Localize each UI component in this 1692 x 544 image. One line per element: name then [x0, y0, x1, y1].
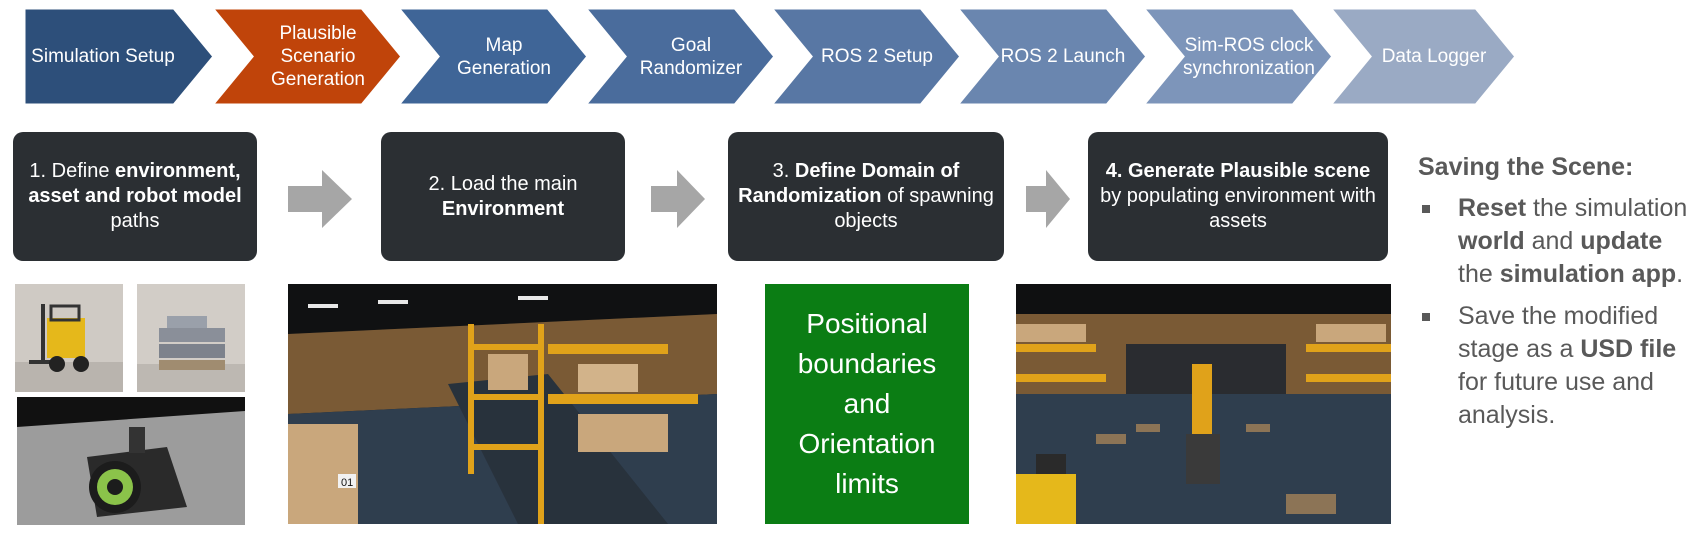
- square-bullet-icon: [1422, 205, 1430, 213]
- aisle-number-label: 01: [341, 477, 353, 489]
- pipeline-stage-label-line: Simulation Setup: [31, 46, 175, 67]
- step-text: 1. Define environment, asset and robot m…: [21, 159, 249, 234]
- pallet-asset-image: [137, 284, 245, 392]
- square-bullet-icon: [1422, 313, 1430, 321]
- saving-the-scene-section: Saving the Scene: Reset the simulation w…: [1418, 152, 1688, 441]
- pipeline-stage-label: ROS 2 Setup: [807, 8, 947, 105]
- pipeline-stage-label-line: Sim-ROS clock: [1184, 34, 1314, 56]
- text-run: 2. Load the main: [428, 172, 578, 195]
- pipeline-chevron: [953, 6, 1149, 107]
- pipeline-chevron: [1139, 6, 1335, 107]
- randomization-line: Positional: [806, 308, 928, 339]
- right-arrow-icon: [651, 170, 705, 228]
- step-4-box: 4. Generate Plausible scene by populatin…: [1088, 132, 1388, 261]
- randomization-line: Orientation: [798, 428, 936, 459]
- pipeline-chevron: [1326, 6, 1518, 107]
- pipeline-stage-label-line: Generation: [270, 69, 365, 90]
- bold-text-run: environment,: [115, 160, 241, 182]
- bold-text-run: Environment: [441, 197, 565, 220]
- randomization-limits-text: Positional boundaries and Orientation li…: [798, 304, 937, 504]
- randomization-line: boundaries: [797, 348, 937, 379]
- text-run: 1. Define: [29, 160, 116, 182]
- pipeline-stage-label: ROS 2 Launch: [993, 8, 1133, 105]
- step-text: 3. Define Domain of Randomization of spa…: [736, 159, 996, 234]
- step-text: 4. Generate Plausible scene by populatin…: [1096, 159, 1380, 234]
- text-run: the simulation: [1526, 194, 1688, 222]
- forklift-asset-image: [15, 284, 123, 392]
- text-run: the: [1458, 260, 1500, 288]
- pipeline-stage-label: Data Logger: [1366, 8, 1502, 105]
- pipeline-chevron: [581, 6, 777, 107]
- pipeline-stage-label-line: ROS 2 Launch: [1000, 46, 1126, 67]
- pipeline-stage-label-line: Map: [485, 34, 523, 56]
- bold-text-run: Define Domain of Randomization: [738, 160, 960, 207]
- saving-title: Saving the Scene:: [1418, 153, 1634, 181]
- pipeline-stage-label-line: Generation: [456, 57, 551, 79]
- right-arrow-icon: [1026, 170, 1070, 228]
- bold-text-run: Reset: [1458, 194, 1527, 222]
- pipeline-stage-label-line: ROS 2 Setup: [821, 46, 933, 67]
- text-run: by populating environment with assets: [1100, 185, 1376, 232]
- text-run: for future use and analysis.: [1458, 368, 1654, 429]
- step-3-box: 3. Define Domain of Randomization of spa…: [728, 132, 1004, 261]
- pipeline-stage-label-line: Data Logger: [1381, 46, 1487, 67]
- warehouse-environment-image: 01: [288, 284, 717, 524]
- pipeline-chevron: [394, 6, 590, 107]
- randomization-line: limits: [835, 468, 899, 499]
- pipeline-chevron: [208, 6, 404, 107]
- text-run: paths: [110, 210, 160, 232]
- text-run: of spawning objects: [834, 185, 994, 232]
- bold-text-run: update: [1580, 227, 1663, 255]
- text-run: 3.: [772, 160, 795, 182]
- text-run: .: [1676, 260, 1684, 288]
- bold-text-run: USD file: [1580, 335, 1677, 363]
- step-1-box: 1. Define environment, asset and robot m…: [13, 132, 257, 261]
- pipeline-stage-label-line: Scenario: [280, 46, 356, 67]
- randomization-line: and: [843, 388, 891, 419]
- bold-text-run: world: [1458, 227, 1525, 255]
- bold-text-run: simulation app: [1499, 260, 1677, 288]
- pipeline-stage-label-line: synchronization: [1182, 57, 1316, 79]
- text-run: Save the modified stage as a: [1458, 302, 1659, 363]
- step-2-box: 2. Load the main Environment: [381, 132, 625, 261]
- bold-text-run: asset and robot model: [28, 185, 242, 207]
- plausible-scene-image: [1016, 284, 1391, 524]
- step-text: 2. Load the main Environment: [389, 172, 617, 222]
- saving-bullet-list: Reset the simulation world and update th…: [1418, 192, 1688, 432]
- pipeline-stage-label: Simulation Setup: [24, 8, 182, 105]
- saving-bullet-reset: Reset the simulation world and update th…: [1418, 192, 1688, 291]
- pipeline-stage-label-line: Goal: [670, 34, 712, 56]
- saving-bullet-save: Save the modified stage as a USD file fo…: [1418, 300, 1688, 432]
- pipeline-chevron: [767, 6, 963, 107]
- robot-asset-image: [17, 397, 245, 525]
- bold-text-run: 4. Generate Plausible scene: [1105, 160, 1371, 182]
- text-run: and: [1524, 227, 1581, 255]
- right-arrow-icon: [288, 170, 352, 228]
- pipeline-chevron: [22, 6, 216, 107]
- pipeline-stage-label-line: Plausible: [279, 23, 357, 44]
- pipeline-stage-label-line: Randomizer: [639, 57, 743, 79]
- chevron-shapes: [22, 6, 1518, 107]
- randomization-limits-box: Positional boundaries and Orientation li…: [765, 284, 969, 524]
